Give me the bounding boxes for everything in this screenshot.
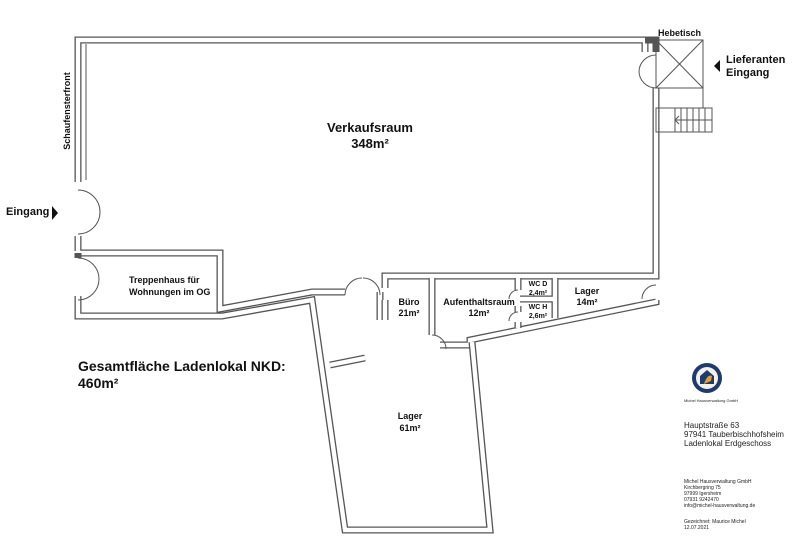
address-city: 97941 Tauberbischhofsheim (684, 430, 784, 439)
label-lieferanten-line1: Lieferanten (726, 54, 786, 66)
room-area: 2,6m² (528, 313, 548, 320)
room-area: 2,4m² (528, 290, 548, 297)
room-name: Verkaufsraum (327, 120, 413, 135)
company-city: 97999 Igersheim (684, 491, 722, 497)
room-area: 12m² (468, 308, 490, 318)
delivery-arrow-icon (714, 60, 720, 72)
label-lieferanten: Lieferanten Eingang (726, 54, 785, 80)
room-wc-d: WC D 2,4m² (522, 280, 554, 298)
room-aufenthaltsraum: Aufenthaltsraum 12m² (438, 297, 520, 319)
total-area: Gesamtfläche Ladenlokal NKD: 460m² (78, 358, 286, 392)
room-name: Treppenhaus für (129, 275, 200, 285)
hebetisch-lift-icon (655, 39, 704, 108)
room-buero: Büro 21m² (392, 297, 426, 319)
label-schaufensterfront: Schaufensterfront (62, 72, 72, 150)
room-name: WC D (528, 281, 548, 288)
room-lager-small: Lager 14m² (565, 286, 609, 308)
drawn-by: Gezeichnet: Maurice Michel 12.07.2021 (684, 519, 746, 531)
room-name: Lager (574, 286, 600, 296)
address-floor: Ladenlokal Erdgeschoss (684, 439, 772, 448)
label-eingang: Eingang (6, 206, 50, 218)
room-area: 14m² (576, 297, 598, 307)
room-name: Büro (398, 297, 420, 307)
room-name: Aufenthaltsraum (443, 297, 515, 307)
room-area: 61m² (399, 423, 421, 433)
room-name: Lager (397, 411, 423, 421)
room-area: 348m² (351, 136, 389, 151)
total-area-value: 460m² (78, 375, 119, 391)
company-street: Kirchbergring 75 (684, 485, 721, 491)
drawn-date: 12.07.2021 (684, 525, 710, 531)
entrance-arrow-icon (52, 206, 58, 220)
stairs-icon (655, 107, 713, 133)
room-treppenhaus: Treppenhaus für Wohnungen im OG (129, 274, 210, 298)
company-block: Michel Hausverwaltung GmbH Kirchbergring… (684, 479, 755, 509)
address-street: Hauptstraße 63 (684, 421, 740, 430)
company-name: Michel Hausverwaltung GmbH (684, 479, 752, 485)
label-hebetisch: Hebetisch (658, 28, 702, 38)
total-area-label: Gesamtfläche Ladenlokal NKD: (78, 358, 286, 374)
drawn-by-name: Gezeichnet: Maurice Michel (684, 519, 746, 525)
room-lager-big: Lager 61m² (388, 410, 432, 434)
company-email: info@michel-hausverwaltung.de (684, 503, 756, 509)
logo-caption: Michel Hausverwaltung GmbH (684, 398, 739, 403)
room-name: Wohnungen im OG (129, 287, 211, 297)
label-lieferanten-line2: Eingang (726, 67, 770, 79)
company-phone: 07931 9242470 (684, 497, 719, 503)
door-icon (77, 54, 657, 350)
room-verkaufsraum: Verkaufsraum 348m² (300, 120, 440, 152)
address-block: Hauptstraße 63 97941 Tauberbischhofsheim… (684, 421, 784, 448)
room-wc-h: WC H 2,6m² (522, 303, 554, 321)
room-area: 21m² (398, 308, 420, 318)
room-name: WC H (528, 304, 548, 311)
company-logo (692, 363, 722, 393)
